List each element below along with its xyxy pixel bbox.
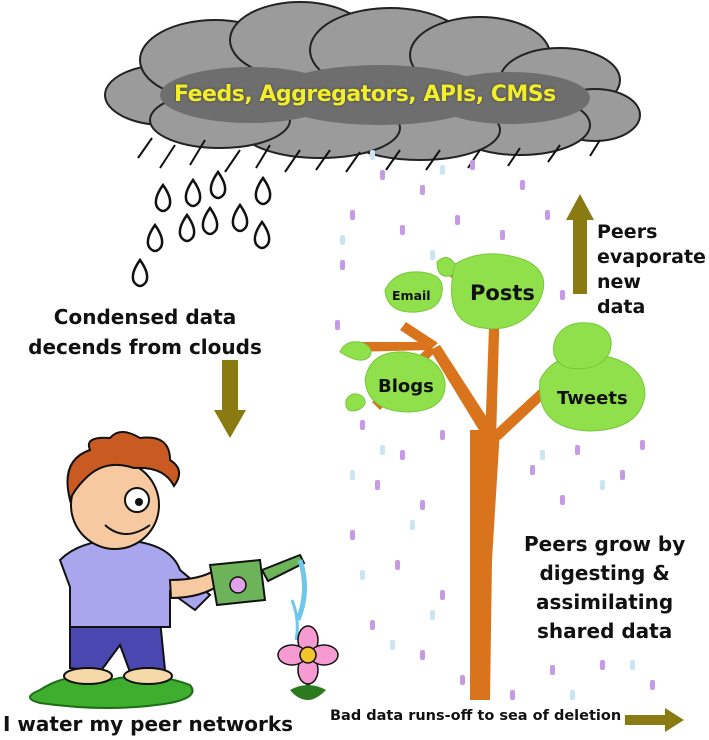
evaporate-label: Peers evaporate new data xyxy=(597,220,706,320)
down-arrow-icon xyxy=(214,360,246,438)
peer-tree xyxy=(339,253,646,700)
runoff-label: Bad data runs-off to sea of deletion xyxy=(330,708,622,724)
right-arrow-icon xyxy=(625,708,684,732)
grow-line-4: shared data xyxy=(537,619,673,643)
grow-line-2: digesting & xyxy=(539,561,670,585)
evaporate-line-2: evaporate xyxy=(597,246,706,268)
purple-rain xyxy=(335,160,655,700)
leaf-label-tweets: Tweets xyxy=(557,388,628,409)
water-networks-label: I water my peer networks xyxy=(3,712,294,736)
boy-watering-flower xyxy=(29,431,339,709)
evaporate-line-4: data xyxy=(597,296,646,318)
leaf-label-blogs: Blogs xyxy=(378,376,434,397)
storm-cloud xyxy=(104,1,641,173)
leaf-label-posts: Posts xyxy=(470,281,535,305)
leaf-posts xyxy=(451,253,545,330)
condensed-line-2: decends from clouds xyxy=(28,335,262,359)
grow-line-3: assimilating xyxy=(536,590,674,614)
cloud-caption: Feeds, Aggregators, APIs, CMSs xyxy=(174,82,556,107)
evaporate-line-3: new xyxy=(597,271,641,293)
up-arrow-icon xyxy=(566,194,594,294)
evaporate-line-1: Peers xyxy=(597,221,658,243)
leaf-blogs xyxy=(364,351,446,413)
blue-rain xyxy=(340,150,635,700)
leaf-label-email: Email xyxy=(392,288,431,303)
raindrops xyxy=(131,169,272,288)
leaf-email xyxy=(384,271,443,313)
condensed-data-label: Condensed data decends from clouds xyxy=(20,302,270,362)
condensed-line-1: Condensed data xyxy=(53,305,237,329)
grow-line-1: Peers grow by xyxy=(524,532,686,556)
grow-label: Peers grow by digesting & assimilating s… xyxy=(524,530,685,646)
